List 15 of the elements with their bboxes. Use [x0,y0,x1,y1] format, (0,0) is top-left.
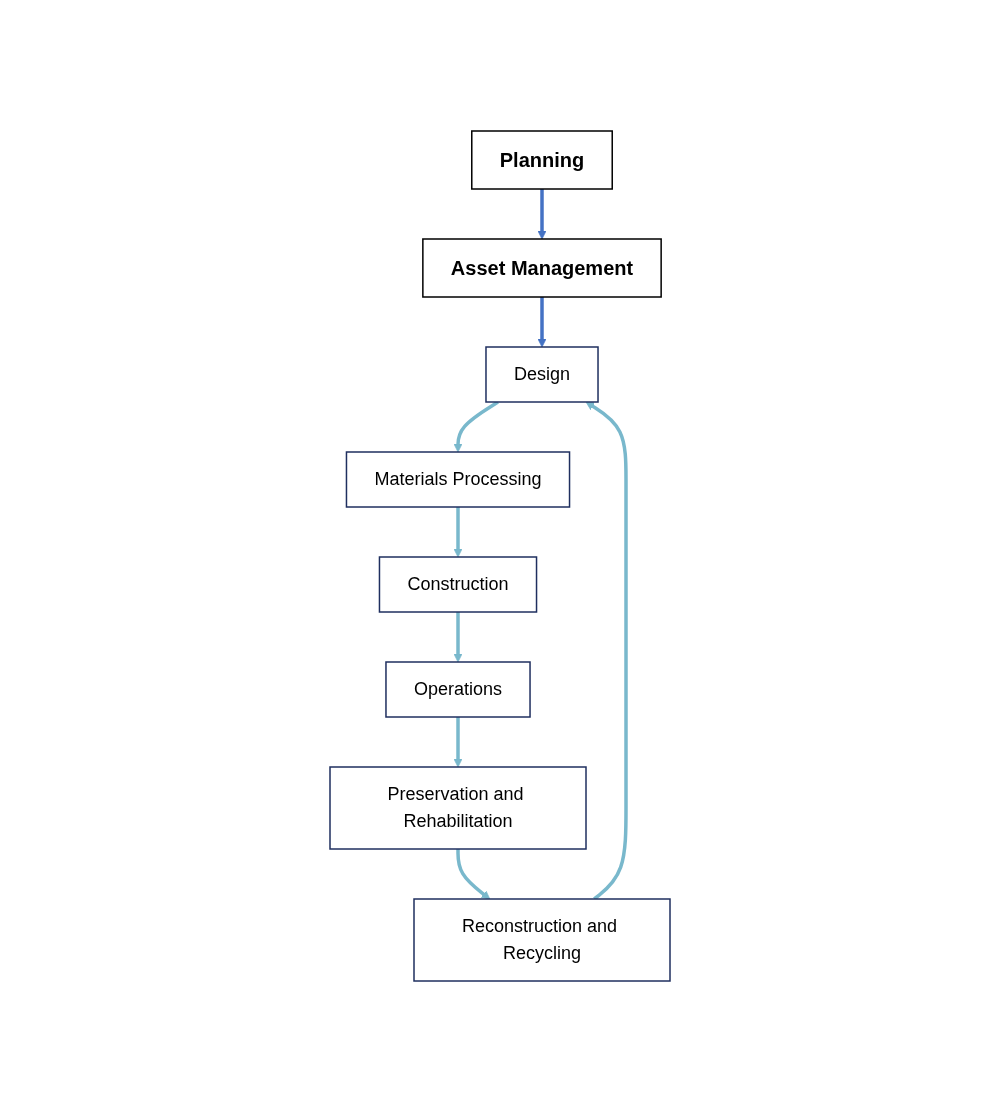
node-box: Asset Management [422,238,662,298]
arrow [585,401,628,901]
arrow [453,717,463,768]
arrow [537,297,547,348]
node-box: Construction [378,556,538,613]
node-box: Operations [385,661,531,718]
arrow [453,612,463,663]
arrow [456,849,491,900]
node-box: Planning [471,130,613,190]
node-box: Preservation and Rehabilitation [329,766,587,850]
node-box: Materials Processing [345,451,571,508]
arrow [453,507,463,558]
node-box: Reconstruction and Recycling [413,898,671,982]
node-box: Design [485,346,599,403]
arrow [537,189,547,240]
